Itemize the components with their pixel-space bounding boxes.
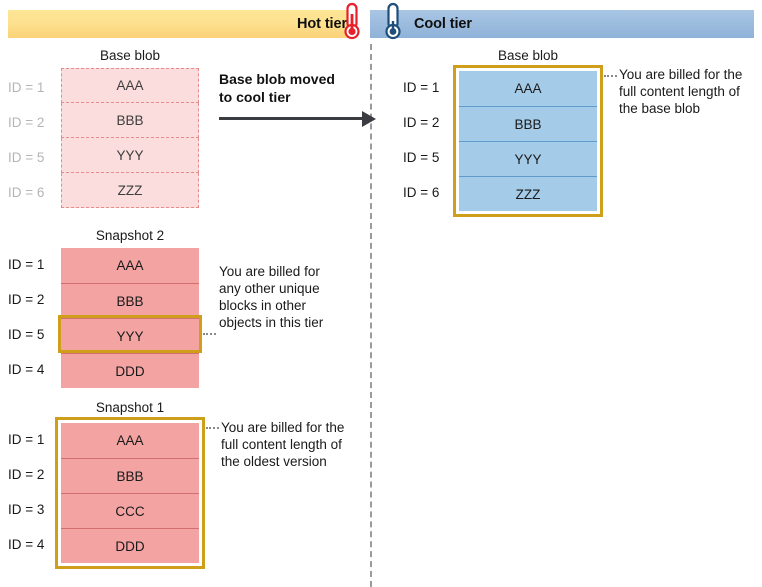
cool-base-blob-callout-leader [604, 75, 617, 77]
hot-base-blob-stack: AAA BBB YYY ZZZ [61, 68, 199, 208]
thermometer-cool-icon [385, 2, 401, 40]
cool-base-blob-callout: You are billed for the full content leng… [619, 67, 743, 116]
transition-label-line1: Base blob moved [219, 71, 335, 87]
block-cell: CCC [61, 493, 199, 528]
row-id-label: ID = 2 [403, 115, 440, 130]
hot-base-blob-title: Base blob [99, 48, 161, 63]
snapshot-1-callout-leader [206, 427, 219, 429]
block-cell: YYY [459, 141, 597, 176]
block-cell: BBB [61, 283, 199, 318]
row-id-label: ID = 5 [8, 150, 45, 165]
hot-tier-label: Hot tier [297, 16, 347, 32]
block-cell: YYY [61, 138, 199, 173]
block-cell: BBB [459, 106, 597, 141]
row-id-label: ID = 5 [403, 150, 440, 165]
row-id-label: ID = 5 [8, 327, 45, 342]
block-cell: ZZZ [61, 173, 199, 208]
row-id-label: ID = 1 [8, 80, 45, 95]
row-id-label: ID = 4 [8, 537, 45, 552]
snapshot-2-stack: AAA BBB YYY DDD [61, 248, 199, 388]
cool-base-blob-title: Base blob [497, 48, 559, 63]
transition-label: Base blob moved to cool tier [219, 70, 379, 106]
arrow-right-icon [362, 111, 376, 127]
block-cell: DDD [61, 528, 199, 563]
row-id-label: ID = 3 [8, 502, 45, 517]
hot-tier-header: Hot tier [8, 10, 355, 38]
block-cell: AAA [61, 248, 199, 283]
transition-arrow-line [219, 117, 364, 120]
snapshot-1-callout: You are billed for the full content leng… [221, 420, 345, 469]
block-cell: YYY [61, 318, 199, 353]
transition-label-line2: to cool tier [219, 89, 291, 105]
block-cell: AAA [61, 68, 199, 103]
row-id-label: ID = 6 [403, 185, 440, 200]
snapshot-1-title: Snapshot 1 [95, 400, 165, 415]
thermometer-hot-icon [344, 2, 360, 40]
row-id-label: ID = 1 [403, 80, 440, 95]
snapshot-2-callout-leader [203, 333, 216, 335]
block-cell: AAA [61, 423, 199, 458]
block-cell: BBB [61, 103, 199, 138]
tier-divider [370, 44, 372, 587]
cool-tier-label: Cool tier [414, 16, 472, 32]
cool-tier-header: Cool tier [370, 10, 754, 38]
row-id-label: ID = 1 [8, 432, 45, 447]
row-id-label: ID = 4 [8, 362, 45, 377]
snapshot-2-title: Snapshot 2 [95, 228, 165, 243]
block-cell: ZZZ [459, 176, 597, 211]
block-cell: BBB [61, 458, 199, 493]
row-id-label: ID = 2 [8, 115, 45, 130]
row-id-label: ID = 2 [8, 467, 45, 482]
row-id-label: ID = 1 [8, 257, 45, 272]
row-id-label: ID = 6 [8, 185, 45, 200]
row-id-label: ID = 2 [8, 292, 45, 307]
block-cell: DDD [61, 353, 199, 388]
snapshot-1-stack: AAA BBB CCC DDD [61, 423, 199, 563]
snapshot-2-callout: You are billed for any other unique bloc… [219, 264, 324, 330]
block-cell: AAA [459, 71, 597, 106]
cool-base-blob-stack: AAA BBB YYY ZZZ [459, 71, 597, 211]
